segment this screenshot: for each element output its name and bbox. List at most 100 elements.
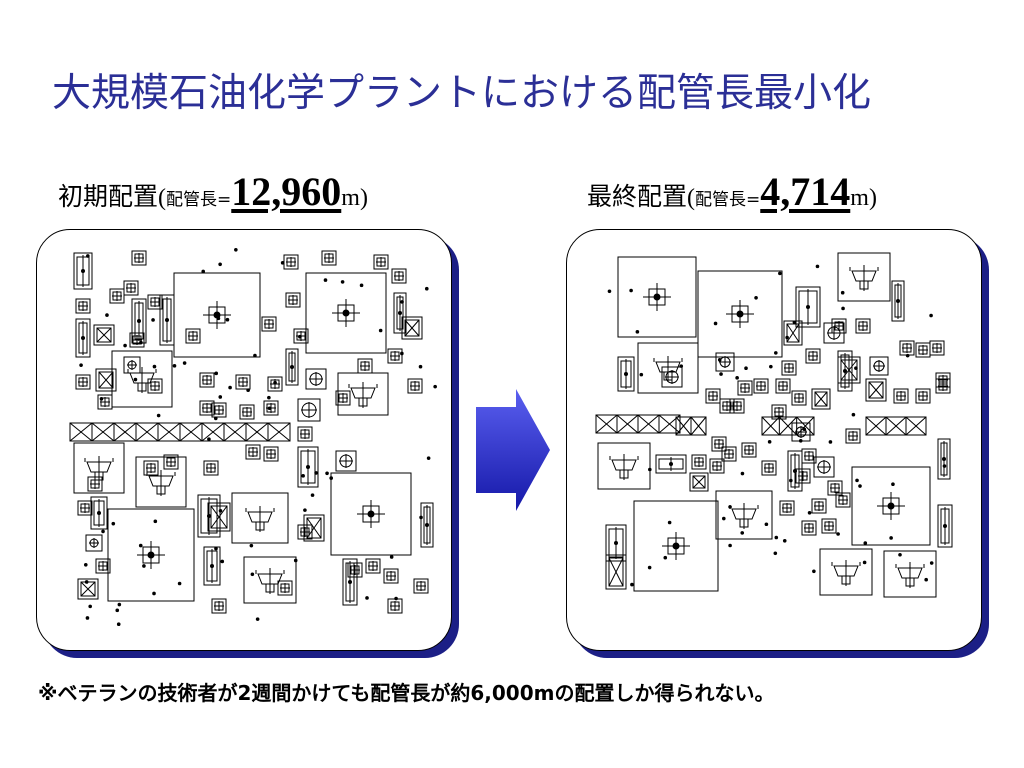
small-equipment bbox=[855, 318, 871, 334]
reactor-equipment bbox=[819, 548, 873, 596]
small-equipment bbox=[87, 476, 103, 492]
dot bbox=[142, 564, 146, 568]
small-equipment bbox=[795, 468, 811, 484]
exchanger-equipment bbox=[605, 554, 627, 590]
dot bbox=[855, 478, 859, 483]
small-equipment bbox=[781, 360, 797, 376]
dot bbox=[273, 380, 277, 385]
exchanger-equipment bbox=[783, 320, 803, 346]
exchanger-equipment bbox=[93, 324, 115, 346]
small-equipment bbox=[709, 458, 725, 474]
footnote: ※ベテランの技術者が2週間かけても配管長が約6,000mの配置しか得られない。 bbox=[38, 681, 775, 705]
dot bbox=[394, 596, 398, 601]
small-equipment bbox=[163, 454, 179, 470]
vertical-vessel bbox=[159, 294, 175, 346]
dot bbox=[214, 546, 218, 551]
dot bbox=[267, 395, 271, 400]
vertical-vessel bbox=[73, 252, 93, 290]
small-equipment bbox=[387, 348, 403, 364]
dot bbox=[774, 535, 779, 540]
dot bbox=[728, 505, 732, 509]
final-close-paren: ) bbox=[868, 185, 877, 211]
small-equipment bbox=[801, 520, 817, 536]
pump-equipment bbox=[869, 356, 889, 376]
dot bbox=[246, 388, 250, 392]
initial-unit: m bbox=[341, 185, 360, 211]
dot bbox=[905, 353, 910, 358]
small-equipment bbox=[245, 444, 261, 460]
final-panel-frame bbox=[566, 229, 982, 651]
pump-equipment bbox=[813, 456, 835, 478]
small-equipment bbox=[827, 480, 843, 496]
dot bbox=[329, 476, 334, 480]
dot bbox=[216, 316, 221, 321]
final-unit: m bbox=[850, 185, 869, 211]
vertical-vessel bbox=[393, 292, 407, 334]
dot bbox=[303, 508, 307, 512]
dot bbox=[79, 363, 83, 367]
small-equipment bbox=[845, 428, 861, 444]
dot bbox=[891, 482, 895, 487]
dot bbox=[117, 602, 122, 607]
dot bbox=[433, 384, 437, 389]
small-equipment bbox=[811, 498, 827, 514]
dot bbox=[858, 484, 862, 488]
dot bbox=[744, 366, 748, 371]
initial-pipe-length-value: 12,960 bbox=[231, 169, 342, 214]
small-equipment bbox=[831, 318, 847, 334]
small-equipment bbox=[123, 280, 139, 296]
dot bbox=[400, 300, 404, 304]
dot bbox=[86, 254, 90, 258]
small-equipment bbox=[77, 500, 93, 516]
dot bbox=[152, 364, 157, 369]
dot bbox=[105, 313, 109, 317]
large-equipment-block bbox=[617, 256, 697, 338]
dot bbox=[225, 317, 230, 322]
dot bbox=[111, 521, 116, 526]
small-equipment bbox=[129, 332, 145, 348]
small-equipment bbox=[185, 328, 201, 344]
small-equipment bbox=[277, 580, 293, 596]
vertical-vessel bbox=[90, 496, 108, 530]
final-layout-caption: 最終配置(配管長=4,714m) bbox=[587, 168, 877, 215]
dot bbox=[99, 397, 104, 401]
small-equipment bbox=[737, 380, 753, 396]
small-equipment bbox=[391, 268, 407, 284]
dot bbox=[722, 516, 726, 521]
dot bbox=[929, 313, 933, 318]
small-equipment bbox=[143, 460, 159, 476]
reactor-equipment bbox=[883, 550, 937, 598]
dot bbox=[151, 318, 155, 322]
dot bbox=[863, 541, 868, 545]
dot bbox=[389, 555, 394, 559]
small-equipment bbox=[147, 294, 163, 310]
dot bbox=[815, 264, 820, 269]
dot bbox=[679, 364, 684, 368]
dot bbox=[774, 351, 778, 355]
dot bbox=[220, 559, 225, 564]
small-equipment bbox=[719, 398, 735, 414]
vertical-vessel bbox=[342, 558, 358, 606]
dot bbox=[365, 596, 369, 600]
initial-layout-label: 初期配置 bbox=[58, 182, 159, 211]
reactor-equipment bbox=[597, 442, 651, 490]
dot bbox=[667, 520, 672, 525]
dot bbox=[836, 532, 840, 536]
small-equipment bbox=[285, 292, 301, 308]
large-equipment-block bbox=[173, 272, 261, 358]
dot bbox=[713, 321, 718, 326]
dot bbox=[301, 474, 305, 478]
dot bbox=[325, 471, 329, 476]
small-equipment bbox=[75, 374, 91, 390]
dot bbox=[635, 330, 640, 334]
dot bbox=[792, 320, 797, 325]
dot bbox=[218, 262, 222, 267]
dot bbox=[717, 358, 722, 362]
small-equipment bbox=[199, 372, 215, 388]
large-equipment-block bbox=[851, 466, 931, 546]
initial-open-paren: ( bbox=[158, 185, 167, 211]
dot bbox=[139, 340, 143, 345]
pump-equipment bbox=[715, 352, 735, 372]
exchanger-equipment bbox=[207, 502, 231, 532]
large-equipment-block bbox=[633, 500, 719, 592]
